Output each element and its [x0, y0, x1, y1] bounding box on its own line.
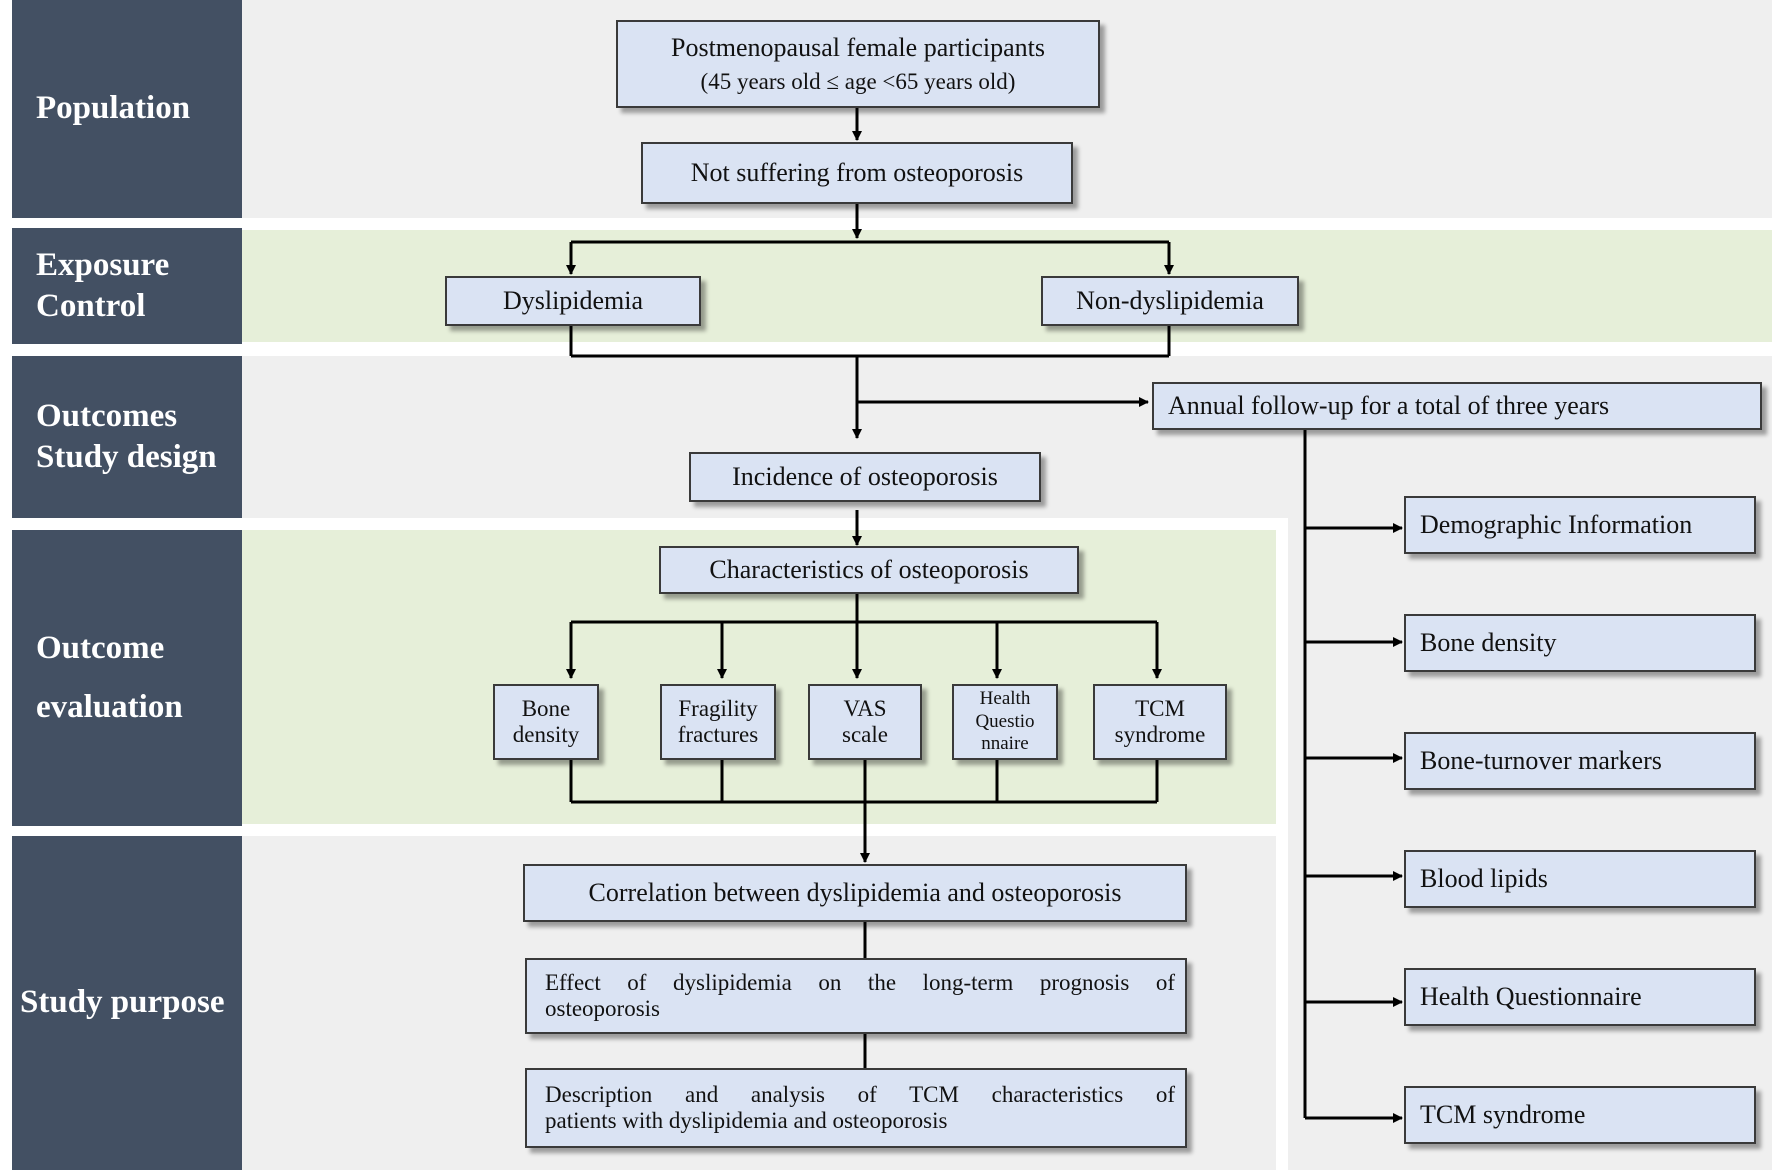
box-followup-blood-lipids: Blood lipids [1404, 850, 1756, 908]
box-correlation: Correlation between dyslipidemia and ost… [523, 864, 1187, 922]
followup-item-text: TCM syndrome [1420, 1100, 1586, 1130]
not-suffering-text: Not suffering from osteoporosis [690, 158, 1024, 188]
box-followup-bone-density: Bone density [1404, 614, 1756, 672]
characteristics-text: Characteristics of osteoporosis [709, 555, 1029, 585]
row-label-text: Outcomes [36, 397, 178, 434]
non-dyslipidemia-text: Non-dyslipidemia [1076, 286, 1264, 316]
eval-text: Fragility [678, 695, 758, 721]
box-eval-vas-scale: VAS scale [808, 684, 922, 760]
box-characteristics: Characteristics of osteoporosis [659, 546, 1079, 594]
effect-line1: Effect of dyslipidemia on the long-term … [545, 969, 1175, 995]
box-effect: Effect of dyslipidemia on the long-term … [525, 958, 1187, 1034]
row-label-population: Population [12, 0, 242, 218]
row-label-text: Study purpose [20, 984, 225, 1021]
row-label-outcomes-study-design: Outcomes Study design [12, 356, 242, 518]
eval-text: syndrome [1114, 722, 1206, 747]
box-participants: Postmenopausal female participants (45 y… [616, 20, 1100, 108]
box-followup-demographic: Demographic Information [1404, 496, 1756, 554]
incidence-text: Incidence of osteoporosis [732, 462, 998, 492]
row-label-text: Exposure [36, 246, 170, 283]
eval-text: fractures [677, 722, 759, 747]
row-label-outcome-evaluation: Outcome evaluation [12, 530, 242, 826]
followup-item-text: Bone-turnover markers [1420, 746, 1662, 776]
box-eval-fragility-fractures: Fragility fractures [660, 684, 776, 760]
eval-text: Bone [521, 695, 571, 721]
box-followup-tcm-syndrome: TCM syndrome [1404, 1086, 1756, 1144]
box-eval-bone-density: Bone density [493, 684, 599, 760]
box-followup-health-questionnaire: Health Questionnaire [1404, 968, 1756, 1026]
row-label-text: Control [36, 288, 146, 324]
correlation-text: Correlation between dyslipidemia and ost… [588, 878, 1122, 908]
row-label-exposure-control: Exposure Control [12, 228, 242, 344]
effect-line2: osteoporosis [545, 996, 660, 1021]
row-label-study-purpose: Study purpose [12, 836, 242, 1170]
box-eval-tcm-syndrome: TCM syndrome [1093, 684, 1227, 760]
description-line2: patients with dyslipidemia and osteoporo… [545, 1108, 948, 1133]
row-label-text: Study design [36, 439, 217, 475]
box-eval-health-questionnaire: Health Questio nnaire [952, 684, 1058, 760]
participants-line2: (45 years old ≤ age <65 years old) [700, 68, 1016, 94]
box-description: Description and analysis of TCM characte… [525, 1068, 1187, 1148]
box-incidence: Incidence of osteoporosis [689, 452, 1041, 502]
row-label-text: evaluation [36, 689, 183, 725]
row-label-text: Population [36, 90, 191, 127]
followup-item-text: Bone density [1420, 628, 1557, 658]
followup-text: Annual follow-up for a total of three ye… [1168, 391, 1610, 421]
eval-text: scale [842, 722, 888, 747]
eval-text: density [512, 722, 580, 747]
box-annual-followup: Annual follow-up for a total of three ye… [1152, 382, 1762, 430]
eval-text: Questio [975, 710, 1035, 732]
followup-item-text: Health Questionnaire [1420, 982, 1642, 1012]
eval-text: nnaire [981, 733, 1029, 755]
box-non-dyslipidemia: Non-dyslipidemia [1041, 276, 1299, 326]
followup-item-text: Demographic Information [1420, 510, 1693, 540]
description-line1: Description and analysis of TCM characte… [545, 1081, 1175, 1107]
followup-item-text: Blood lipids [1420, 864, 1548, 894]
box-followup-bone-turnover: Bone-turnover markers [1404, 732, 1756, 790]
row-label-text: Outcome [36, 629, 165, 666]
eval-text: TCM [1135, 695, 1185, 721]
participants-line1: Postmenopausal female participants [670, 32, 1045, 62]
dyslipidemia-text: Dyslipidemia [502, 286, 644, 316]
eval-text: Health [979, 687, 1031, 709]
box-not-suffering: Not suffering from osteoporosis [641, 142, 1073, 204]
eval-text: VAS [843, 695, 887, 721]
box-dyslipidemia: Dyslipidemia [445, 276, 701, 326]
